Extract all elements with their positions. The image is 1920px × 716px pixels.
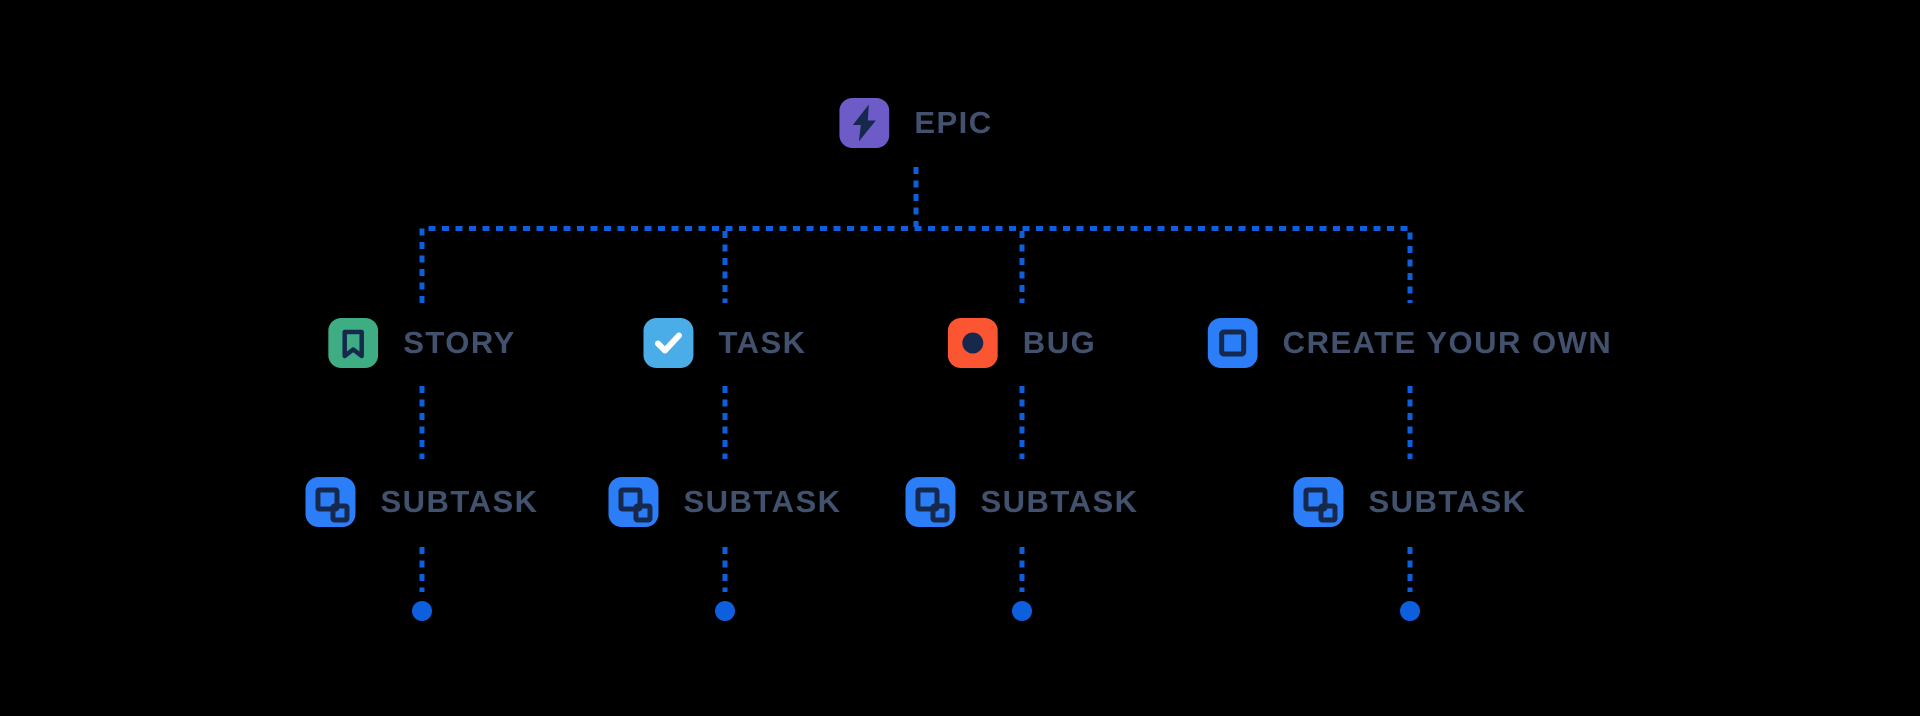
node-label-task: TASK: [718, 325, 807, 360]
subtask-icon: [305, 477, 356, 527]
node-label-story: STORY: [403, 325, 516, 360]
node-bug: BUG: [947, 318, 1097, 368]
task-icon: [643, 318, 694, 368]
subtask-icon: [905, 477, 956, 527]
node-subtask-task: SUBTASK: [608, 477, 841, 527]
subtask-icon: [608, 477, 659, 527]
node-subtask-create-your-own: SUBTASK: [1293, 477, 1526, 527]
node-subtask-bug: SUBTASK: [905, 477, 1138, 527]
create-your-own-icon: [1207, 318, 1258, 368]
epic-icon: [839, 98, 890, 148]
node-story: STORY: [328, 318, 516, 368]
node-task: TASK: [643, 318, 806, 368]
story-icon: [328, 318, 379, 368]
terminal-dot: [715, 601, 735, 621]
connector-branch-rail: [419, 226, 1413, 303]
node-label-subtask: SUBTASK: [1368, 484, 1527, 519]
bug-icon: [947, 318, 998, 368]
terminal-dot: [412, 601, 432, 621]
node-label-create-your-own: CREATE YOUR OWN: [1282, 325, 1613, 360]
subtask-icon: [1293, 477, 1344, 527]
node-label-subtask: SUBTASK: [380, 484, 539, 519]
node-epic: EPIC: [839, 98, 992, 148]
node-subtask-story: SUBTASK: [305, 477, 538, 527]
node-label-bug: BUG: [1022, 325, 1097, 360]
node-label-epic: EPIC: [914, 105, 993, 140]
terminal-dot: [1012, 601, 1032, 621]
node-label-subtask: SUBTASK: [980, 484, 1139, 519]
node-label-subtask: SUBTASK: [683, 484, 842, 519]
node-create-your-own: CREATE YOUR OWN: [1207, 318, 1613, 368]
terminal-dot: [1400, 601, 1420, 621]
